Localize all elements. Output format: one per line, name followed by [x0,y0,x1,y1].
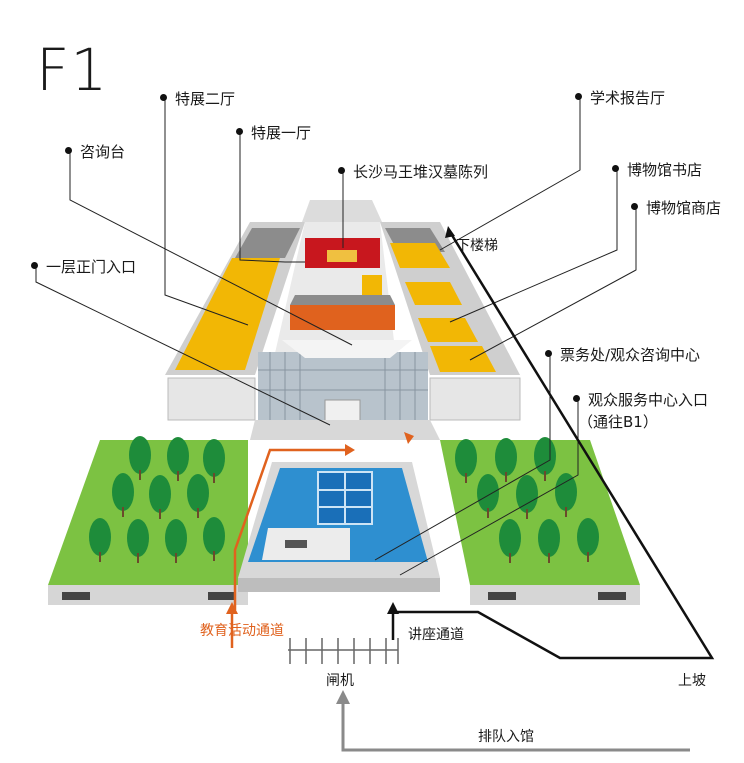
label-text: 特展一厅 [251,124,312,142]
floor-label: F1 [36,36,109,104]
callout-dot [612,165,619,172]
label-exhibition-hall-2: 特展二厅 [160,90,235,108]
label-text: 一层正门入口 [46,258,137,276]
label-text: 咨询台 [80,143,126,161]
label-text: 票务处/观众咨询中心 [560,346,701,364]
ticket-gates [288,638,399,664]
gray-route [336,690,690,752]
label-text: 观众服务中心入口 [588,391,709,409]
label-lecture-hall: 学术报告厅 [575,89,665,107]
trees-left [89,436,225,557]
label-mawangdui-exhibition: 长沙马王堆汉墓陈列 [338,163,488,181]
label-lecture-channel: 讲座通道 [408,627,464,643]
label-bookstore: 博物馆书店 [612,161,702,179]
callout-dot [573,395,580,402]
label-queue: 排队入馆 [478,729,534,745]
label-text: 学术报告厅 [590,89,666,107]
main-building [165,200,521,440]
label-text: 特展二厅 [175,90,236,108]
callout-dot [31,262,38,269]
orange-route [226,432,414,648]
reflecting-pool [238,462,440,592]
callout-dot [65,147,72,154]
callout-dot [236,128,243,135]
label-ticket-office: 票务处/观众咨询中心 [545,346,700,364]
label-gates: 闸机 [326,673,354,689]
callout-dot [575,93,582,100]
label-museum-shop: 博物馆商店 [631,199,721,217]
callout-dot [545,350,552,357]
label-exhibition-hall-1: 特展一厅 [236,124,311,142]
callout-dot [160,94,167,101]
leader-lines [35,98,637,576]
label-text: 长沙马王堆汉墓陈列 [353,163,489,181]
label-visitor-service-note: （通往B1） [578,413,658,431]
black-route [387,226,715,660]
trees-right [455,437,599,557]
label-info-desk: 咨询台 [65,143,125,161]
label-stairs-down: 下楼梯 [456,238,498,254]
label-text: 博物馆商店 [646,199,722,217]
label-ramp-up: 上坡 [678,673,706,689]
callout-dot [338,167,345,174]
label-main-entrance: 一层正门入口 [31,258,136,276]
label-education-channel: 教育活动通道 [200,623,284,639]
callout-dot [631,203,638,210]
label-text: 博物馆书店 [627,161,703,179]
label-visitor-service: 观众服务中心入口 [573,391,708,409]
